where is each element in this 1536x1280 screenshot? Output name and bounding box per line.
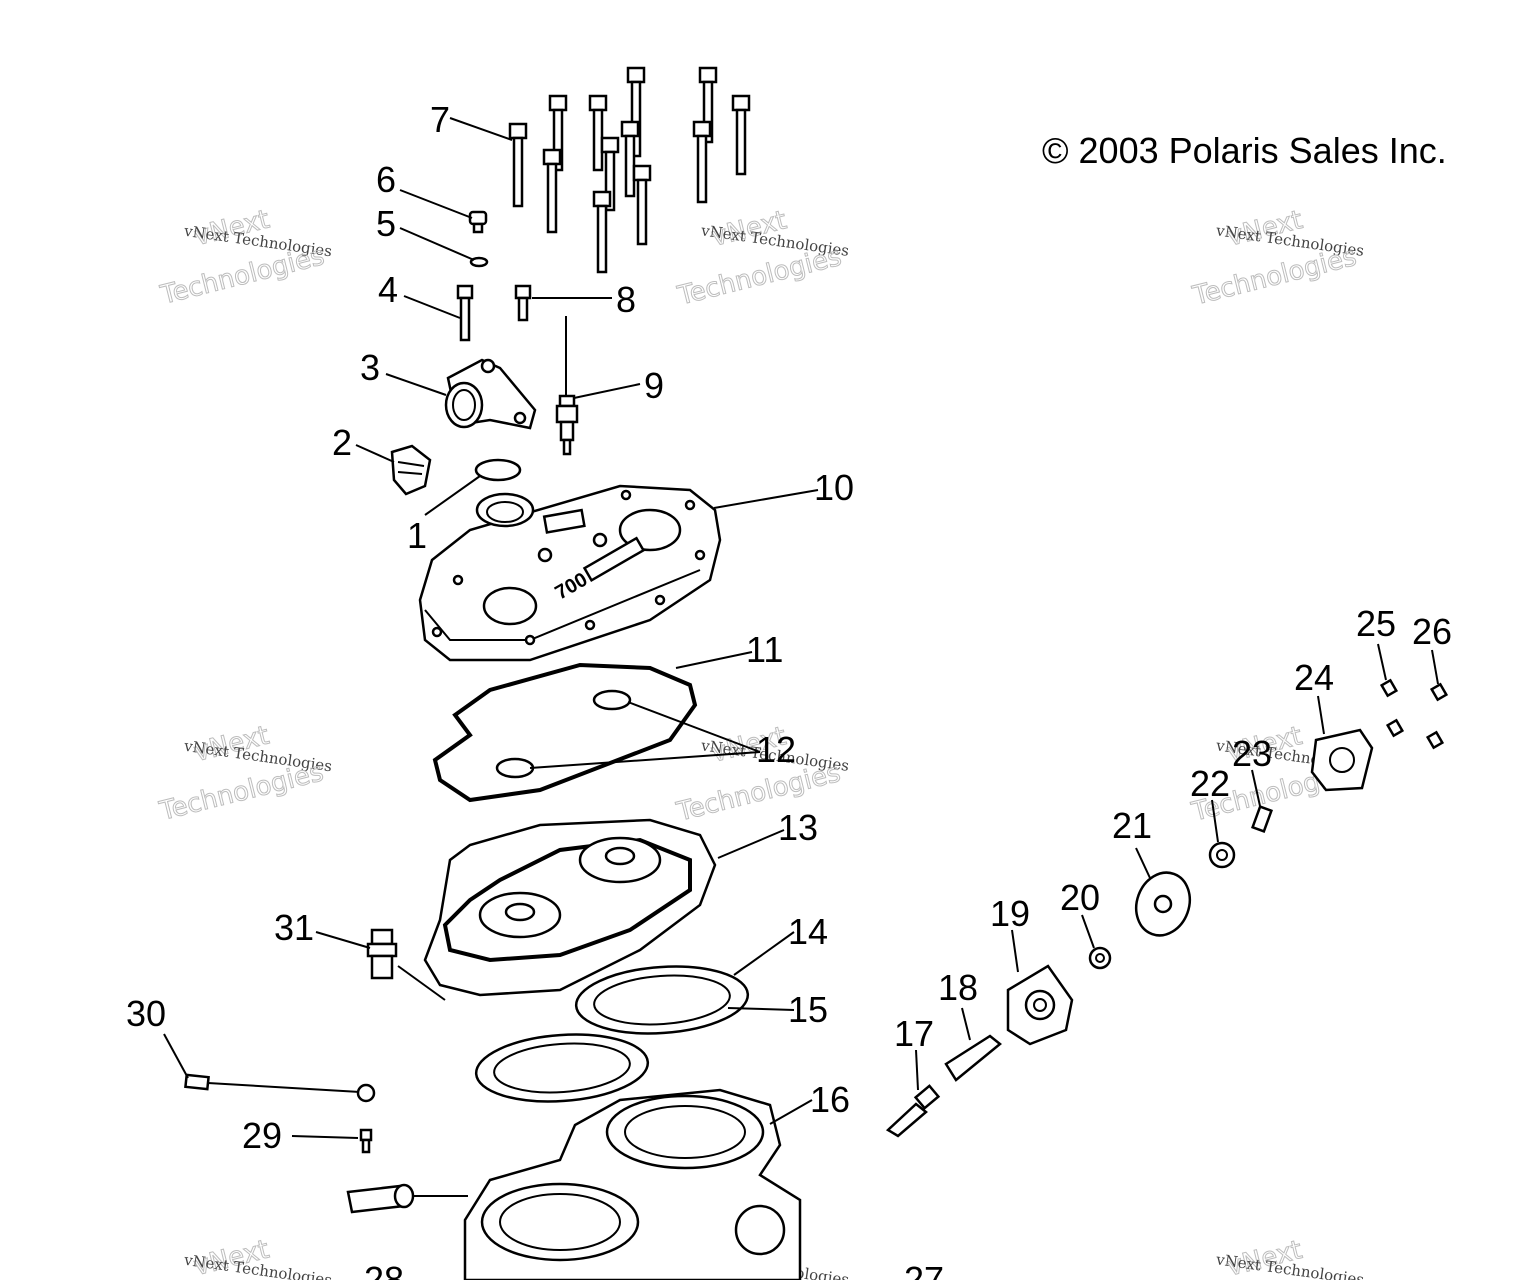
callout-4: 4	[378, 269, 398, 310]
callout-1: 1	[407, 515, 427, 556]
head-bolts	[508, 66, 751, 274]
sensor-wire	[184, 1073, 376, 1103]
callout-17: 17	[894, 1013, 934, 1054]
svg-text:Technologies: Technologies	[674, 242, 844, 312]
svg-text:Technologies: Technologies	[156, 757, 326, 827]
callout-24: 24	[1294, 657, 1334, 698]
svg-text:Technologies: Technologies	[1189, 242, 1359, 312]
cylinder-head-cover: 700	[418, 484, 722, 662]
callout-6: 6	[376, 159, 396, 200]
callout-26: 26	[1412, 611, 1452, 652]
callout-12: 12	[756, 729, 796, 770]
plug	[346, 1183, 468, 1214]
cylinder-gaskets	[474, 965, 750, 1103]
o-ring	[474, 458, 522, 482]
callout-11: 11	[746, 629, 783, 670]
callout-19: 19	[990, 893, 1030, 934]
callout-16: 16	[810, 1079, 850, 1120]
callout-13: 13	[778, 807, 818, 848]
cylinder-block	[463, 1088, 802, 1280]
callout-7: 7	[430, 99, 450, 140]
head-gasket	[432, 662, 698, 803]
svg-text:Technologies: Technologies	[157, 241, 327, 311]
callout-20: 20	[1060, 877, 1100, 918]
callout-18: 18	[938, 967, 978, 1008]
leader-lines	[163, 117, 1439, 1139]
washer-and-screws	[456, 210, 532, 342]
callout-10: 10	[814, 467, 854, 508]
callout-numbers: 1 2 3 4 5 6 7 8 9 10 11 12 13 14 15 16 1…	[126, 99, 1452, 1280]
callout-8: 8	[616, 279, 636, 320]
callout-14: 14	[788, 911, 828, 952]
thermostat-housing	[444, 358, 537, 430]
fitting	[366, 928, 446, 1001]
temperature-sensor	[555, 316, 579, 456]
small-screw	[359, 1128, 373, 1154]
callout-25: 25	[1356, 603, 1396, 644]
water-pump-assembly	[885, 678, 1449, 1138]
thermostat	[390, 444, 432, 496]
callout-22: 22	[1190, 763, 1230, 804]
cylinder-head	[423, 818, 717, 997]
callout-23: 23	[1232, 733, 1272, 774]
callout-5: 5	[376, 203, 396, 244]
callout-15: 15	[788, 989, 828, 1030]
callout-21: 21	[1112, 805, 1152, 846]
callout-2: 2	[332, 422, 352, 463]
callout-30: 30	[126, 993, 166, 1034]
copyright-notice: © 2003 Polaris Sales Inc.	[1042, 130, 1447, 171]
callout-29: 29	[242, 1115, 282, 1156]
callout-31: 31	[274, 907, 314, 948]
callout-28: 28	[364, 1259, 404, 1280]
callout-9: 9	[644, 365, 664, 406]
callout-3: 3	[360, 347, 380, 388]
callout-27: 27	[904, 1259, 944, 1280]
